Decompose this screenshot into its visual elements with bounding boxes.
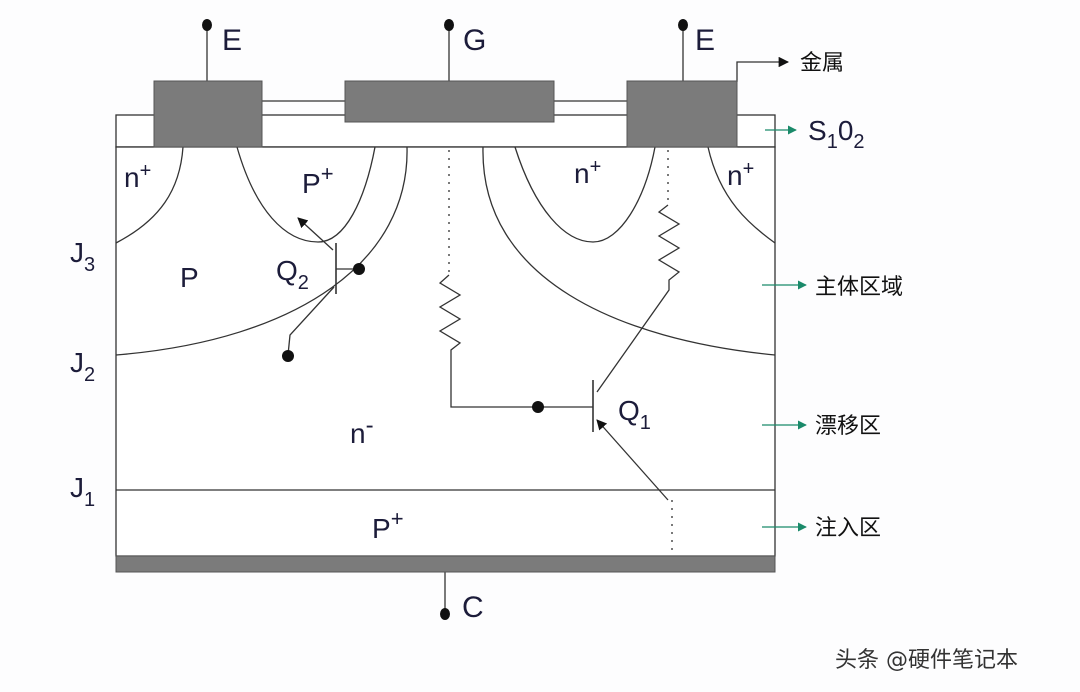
resistor-right bbox=[596, 204, 681, 393]
n-plus-mid-boundary bbox=[514, 146, 656, 243]
j3-label: J3 bbox=[70, 237, 95, 276]
emitter-metal-left bbox=[153, 80, 263, 148]
j1-label: J1 bbox=[70, 472, 95, 511]
terminal-dot bbox=[678, 19, 688, 31]
p-body-boundary-left bbox=[115, 146, 408, 356]
metal-callout-arrow bbox=[736, 56, 790, 82]
sio2-label: S102 bbox=[808, 115, 865, 153]
silicon-body bbox=[115, 146, 776, 557]
q1-emitter-arrow bbox=[596, 419, 669, 501]
p-plus-boundary bbox=[236, 146, 376, 243]
terminal-dot bbox=[202, 19, 212, 31]
resistor-left bbox=[438, 274, 593, 408]
q1-label: Q1 bbox=[618, 395, 651, 434]
terminal-dot bbox=[440, 608, 450, 620]
node-dot bbox=[353, 263, 365, 275]
collector-label: C bbox=[462, 591, 484, 624]
q2-label: Q2 bbox=[276, 255, 309, 294]
p-body-label: P bbox=[180, 262, 199, 293]
watermark: 头条 @硬件笔记本 bbox=[835, 648, 1018, 673]
drift-region-label: 漂移区 bbox=[815, 414, 881, 439]
q2-collector-line bbox=[287, 286, 335, 356]
j2-label: J2 bbox=[70, 347, 95, 386]
n-plus-right-label: n+ bbox=[727, 158, 754, 191]
injection-region-label: 注入区 bbox=[815, 516, 881, 541]
emitter-right-label: E bbox=[695, 24, 715, 57]
p-body-boundary-right bbox=[482, 146, 776, 356]
n-plus-left-label: n+ bbox=[124, 160, 151, 193]
n-plus-left-boundary bbox=[115, 146, 184, 244]
n-plus-mid-label: n+ bbox=[574, 156, 601, 189]
n-plus-right-boundary bbox=[707, 146, 776, 244]
node-dot bbox=[282, 350, 294, 362]
p-plus-bottom-label: P+ bbox=[372, 506, 404, 544]
p-plus-top-label: P+ bbox=[302, 161, 334, 199]
body-region-label: 主体区域 bbox=[815, 275, 903, 300]
node-dot bbox=[532, 401, 544, 413]
n-minus-label: n- bbox=[350, 412, 374, 449]
metal-label: 金属 bbox=[800, 51, 844, 76]
gate-metal bbox=[344, 80, 555, 123]
q2-emitter-arrow bbox=[297, 217, 334, 251]
terminal-dot bbox=[444, 19, 454, 31]
gate-label: G bbox=[463, 24, 486, 57]
emitter-left-label: E bbox=[222, 24, 242, 57]
collector-metal bbox=[115, 555, 776, 573]
emitter-metal-right bbox=[626, 80, 738, 148]
